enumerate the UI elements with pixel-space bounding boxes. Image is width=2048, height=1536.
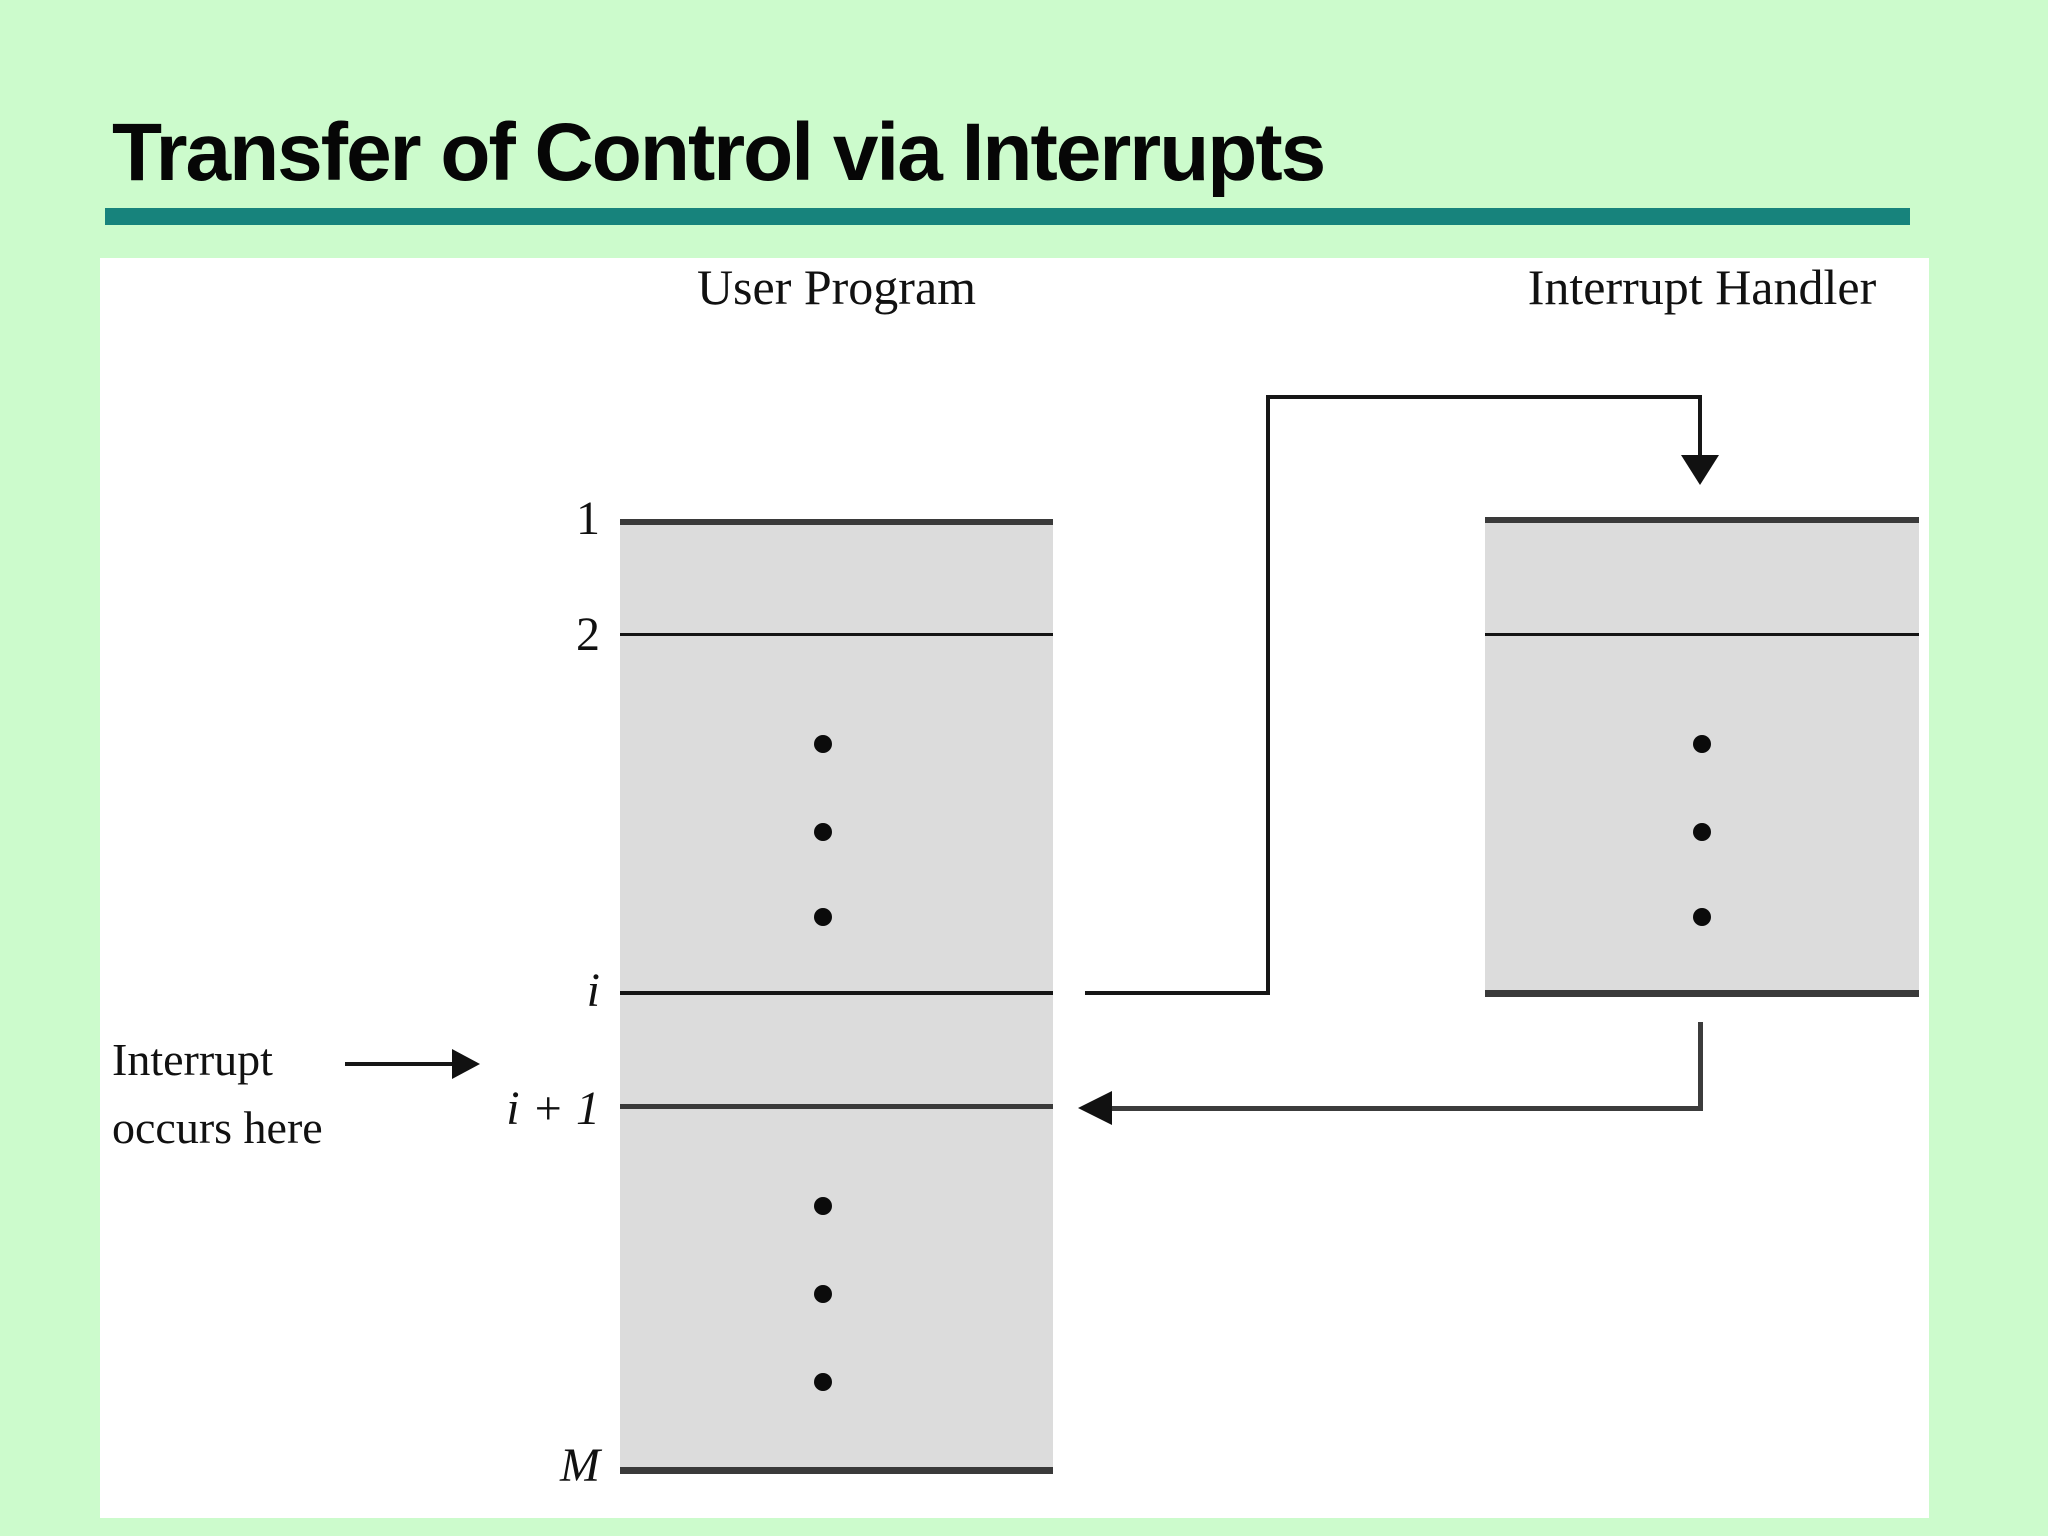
annotation-line-2: occurs here [112,1102,323,1153]
row-label-i: i [586,964,600,1017]
row-label-m: M [560,1439,600,1492]
interrupt-handler-line-2 [1485,633,1919,636]
ellipsis-dot [814,908,832,926]
return-connector-vertical [1698,1022,1703,1110]
ellipsis-dot [814,1285,832,1303]
user-program-box [620,519,1053,1474]
interrupt-annotation: Interrupt occurs here [112,1026,323,1162]
return-connector-horizontal [1110,1106,1703,1111]
ellipsis-dot [1693,823,1711,841]
call-connector-drop [1698,395,1702,457]
user-program-title: User Program [696,259,977,315]
annotation-arrow-line [345,1062,455,1066]
title-underline-bar [105,208,1910,225]
ellipsis-dot [1693,908,1711,926]
return-arrowhead-icon [1078,1091,1112,1125]
ellipsis-dot [814,735,832,753]
row-label-i-plus-1: i + 1 [506,1082,600,1135]
annotation-arrowhead-icon [452,1049,480,1079]
annotation-line-1: Interrupt [112,1034,273,1085]
slide-title: Transfer of Control via Interrupts [112,107,1326,198]
ellipsis-dot [1693,735,1711,753]
row-label-1: 1 [576,492,600,545]
ellipsis-dot [814,823,832,841]
call-connector-horizontal-top [1266,395,1702,399]
call-connector-vertical [1266,395,1270,995]
row-label-2: 2 [576,608,600,661]
interrupt-handler-title: Interrupt Handler [1527,259,1877,315]
user-program-line-i [620,991,1053,995]
call-arrowhead-icon [1681,455,1719,485]
user-program-line-2 [620,633,1053,636]
user-program-line-i-plus-1 [620,1104,1053,1109]
ellipsis-dot [814,1373,832,1391]
ellipsis-dot [814,1197,832,1215]
call-connector-horizontal-i [1085,991,1270,995]
